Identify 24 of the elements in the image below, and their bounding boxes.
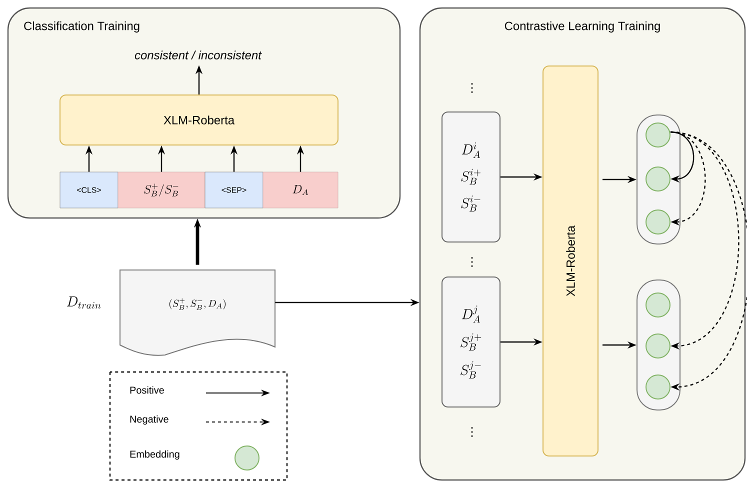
ellipsis-label: ⋮ (471, 427, 473, 437)
arrow (670, 131, 740, 350)
token-box: $D_A$ (262, 172, 338, 208)
ellipsis-label: ⋮ (471, 257, 473, 267)
beside-label: $D_{train}$ (66, 296, 101, 309)
model-box: XLM-Roberta (542, 66, 598, 456)
embedding-circle (646, 334, 670, 358)
embedding-circle (646, 292, 670, 318)
arrow (670, 131, 706, 226)
embedding-circle (646, 166, 670, 192)
legend-label: Embedding (130, 450, 180, 460)
token-box: $S_B^+/S_B^-$ (118, 172, 206, 208)
arrow (670, 131, 747, 391)
embedding-circle (646, 210, 670, 234)
input-box: $D_A^i$ $S_B^{i+}$ $S_B^{i-}$ (442, 112, 500, 242)
output-label: consistent / inconsistent (134, 50, 262, 60)
legend-label: Positive (130, 386, 164, 394)
arrow (670, 131, 694, 183)
ellipsis-label: ⋮ (471, 83, 473, 93)
embedding-circle (646, 374, 670, 400)
legend-label: Negative (130, 415, 168, 425)
input-box: $D_A^j$ $S_B^{j+}$ $S_B^{j-}$ (442, 276, 500, 408)
model-box: XLM-Roberta (60, 94, 338, 146)
embedding-circle (646, 122, 670, 148)
